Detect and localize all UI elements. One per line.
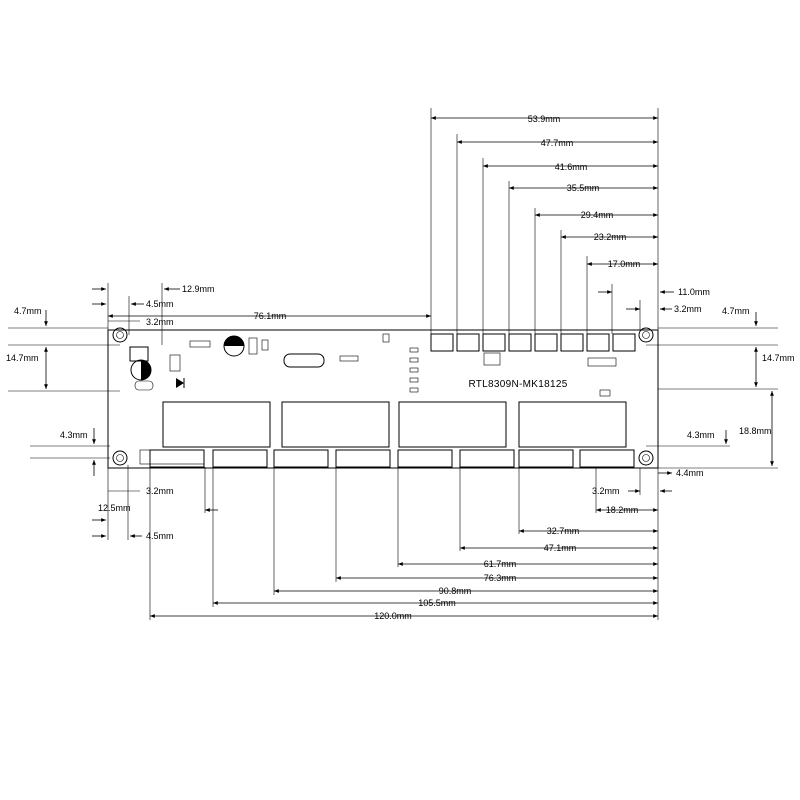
dim-4-5-top: 4.5mm [146, 299, 174, 309]
dim-14-7-right: 14.7mm [762, 353, 795, 363]
connector [560, 333, 584, 352]
dim-18-2: 18.2mm [606, 505, 639, 515]
dim-3-2-bottom-right: 3.2mm [592, 486, 620, 496]
dim-4-3-right: 4.3mm [687, 430, 715, 440]
dim-47-1: 47.1mm [544, 543, 577, 553]
dim-4-5-bottom: 4.5mm [146, 531, 174, 541]
dim-35-5: 35.5mm [567, 183, 600, 193]
right-dimensions: 4.7mm 14.7mm 18.8mm 4.3mm 4.4mm [646, 306, 795, 478]
dim-17-0: 17.0mm [608, 259, 641, 269]
port [579, 449, 635, 468]
dim-4-3-left: 4.3mm [60, 430, 88, 440]
dim-23-2: 23.2mm [594, 232, 627, 242]
dim-12-5: 12.5mm [98, 503, 131, 513]
dim-61-7: 61.7mm [484, 559, 517, 569]
dim-3-2-top-right: 3.2mm [674, 304, 702, 314]
magnetics-module [162, 401, 271, 448]
connector [586, 333, 610, 352]
dim-76-3: 76.3mm [484, 573, 517, 583]
dim-3-2-bottom-left: 3.2mm [146, 486, 174, 496]
dim-14-7-left: 14.7mm [6, 353, 39, 363]
port [149, 449, 205, 468]
connector [612, 333, 636, 352]
board-outline [107, 329, 659, 469]
port [273, 449, 329, 468]
dim-4-7-right: 4.7mm [722, 306, 750, 316]
dim-32-7: 32.7mm [547, 526, 580, 536]
port [212, 449, 268, 468]
dim-4-7-left: 4.7mm [14, 306, 42, 316]
port [335, 449, 391, 468]
port [397, 449, 453, 468]
top-dimensions: 53.9mm 47.7mm 41.6mm 35.5mm 29.4mm 23.2m… [430, 108, 710, 334]
port [518, 449, 574, 468]
dim-11-0: 11.0mm [678, 287, 710, 297]
mounting-hole-top-right [638, 327, 654, 343]
dim-53-9: 53.9mm [528, 114, 561, 124]
connector [456, 333, 480, 352]
bottom-left-dimensions: 3.2mm 12.5mm 4.5mm [92, 465, 174, 541]
dim-120-0: 120.0mm [374, 611, 412, 621]
dim-12-9: 12.9mm [182, 284, 215, 294]
dim-4-4: 4.4mm [676, 468, 704, 478]
dim-3-2-top-left: 3.2mm [146, 317, 174, 327]
dim-41-6: 41.6mm [555, 162, 588, 172]
port-row [149, 449, 635, 468]
top-connector-row [430, 333, 636, 352]
dim-90-8: 90.8mm [439, 586, 472, 596]
mounting-hole-bottom-left [112, 450, 128, 466]
magnetics-module [518, 401, 627, 448]
magnetics-row [162, 401, 627, 448]
mounting-hole-bottom-right [638, 450, 654, 466]
connector [534, 333, 558, 352]
crystal [283, 353, 325, 368]
dim-18-8: 18.8mm [739, 426, 772, 436]
board-label: RTL8309N-MK18125 [468, 379, 567, 390]
port [459, 449, 515, 468]
connector [508, 333, 532, 352]
connector [482, 333, 506, 352]
magnetics-module [281, 401, 390, 448]
left-components [129, 333, 617, 465]
dim-76-1: 76.1mm [254, 311, 287, 321]
mounting-hole-top-left [112, 327, 128, 343]
left-dimensions: 4.7mm 14.7mm 4.3mm [6, 306, 120, 476]
bottom-dimensions: 3.2mm 18.2mm 32.7mm 47.1mm 61.7mm 76.3mm… [149, 467, 672, 621]
top-left-dimensions: 12.9mm 4.5mm 3.2mm 76.1mm [92, 283, 431, 345]
connector [430, 333, 454, 352]
dim-29-4: 29.4mm [581, 210, 614, 220]
dim-105-5: 105.5mm [418, 598, 456, 608]
dim-47-7: 47.7mm [541, 138, 574, 148]
mounting-holes [112, 327, 654, 466]
magnetics-module [398, 401, 507, 448]
